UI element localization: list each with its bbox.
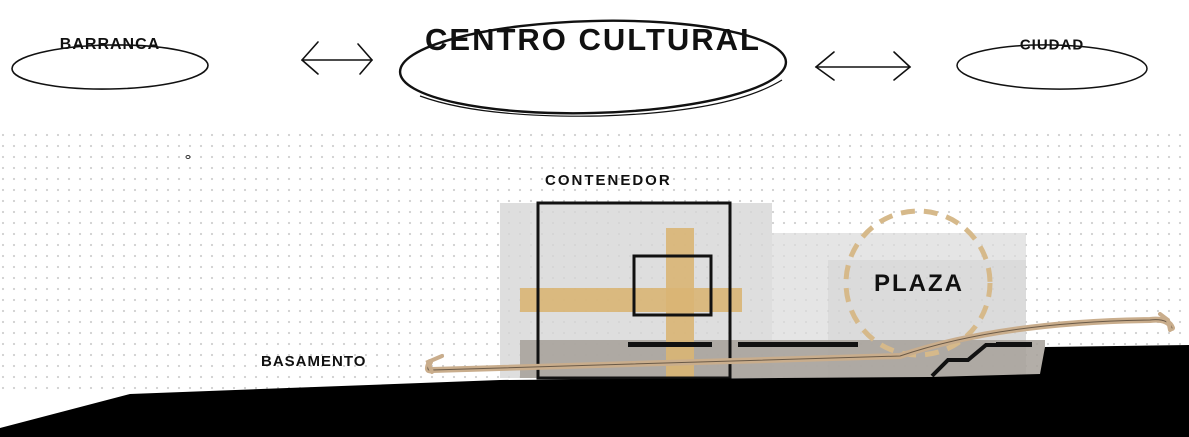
centro-cultural-oval-stroke	[419, 79, 783, 117]
barranca-label: BARRANCA	[59, 36, 161, 53]
barranca-oval	[11, 44, 209, 90]
barranca-label-box: BARRANCA	[12, 36, 208, 89]
centro-cultural-label: CENTRO CULTURAL	[425, 22, 761, 57]
centro-cultural-label-box: CENTRO CULTURAL	[400, 22, 786, 94]
path-end-hook	[1158, 312, 1172, 332]
double-arrow-left-icon	[300, 41, 374, 75]
container-frame	[536, 201, 732, 380]
plaza-ring	[843, 208, 993, 358]
path-start-hook	[425, 354, 444, 374]
plaza-label: PLAZA	[874, 270, 964, 297]
ciudad-oval	[956, 44, 1148, 90]
double-arrow-right-icon	[814, 51, 912, 81]
centro-cultural-oval	[398, 19, 788, 115]
inner-box	[632, 254, 713, 317]
ciudad-label: CIUDAD	[1019, 36, 1085, 54]
slab-left	[628, 342, 712, 347]
slab-right	[738, 342, 858, 347]
stairs	[930, 343, 1032, 378]
ground	[0, 345, 1189, 437]
ciudad-label-box: CIUDAD	[957, 37, 1147, 89]
contenedor-label: CONTENEDOR	[545, 172, 672, 189]
ink-speck	[185, 155, 191, 159]
basamento-label: BASAMENTO	[261, 353, 367, 370]
timber-horizontal	[520, 288, 742, 312]
